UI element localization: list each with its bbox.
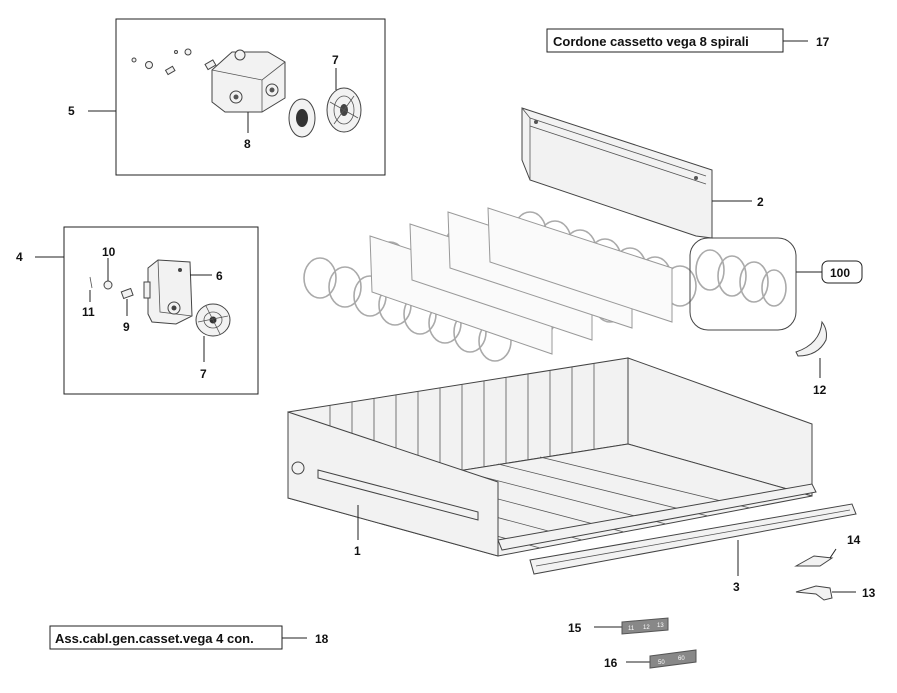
callout-100-box — [821, 260, 863, 284]
tag-strip-16: 16 50 60 — [604, 649, 697, 670]
callout-14: 14 — [847, 533, 861, 547]
callout-5: 5 — [68, 104, 75, 118]
tag-16-a: 50 — [658, 660, 665, 666]
callout-13: 13 — [862, 586, 876, 600]
callout-6: 6 — [216, 269, 223, 283]
clip-icon — [795, 320, 827, 357]
drawer-tray — [287, 357, 817, 557]
callout-18: 18 — [315, 632, 329, 646]
gear-wheel-lower-icon — [195, 303, 231, 337]
detail-box-4: 4 10 11 9 6 7 — [16, 226, 259, 395]
callout-9: 9 — [123, 320, 130, 334]
front-rail — [529, 503, 857, 575]
callout-100: 100 — [830, 266, 850, 280]
tag-15-a: 11 — [628, 626, 635, 632]
rear-panel — [521, 107, 713, 239]
callout-1: 1 — [354, 544, 361, 558]
tag-15-b: 12 — [643, 625, 650, 631]
callout-8: 8 — [244, 137, 251, 151]
callout-15: 15 — [568, 621, 582, 635]
callout-2: 2 — [757, 195, 764, 209]
spiral-coils — [303, 207, 697, 362]
washer-icon — [103, 280, 113, 290]
callout-12: 12 — [813, 383, 827, 397]
callout-7-lower: 7 — [200, 367, 207, 381]
callout-17: 17 — [816, 35, 830, 49]
label-18-group: Ass.cabl.gen.casset.vega 4 con. 18 — [49, 625, 329, 650]
latch-icon — [795, 585, 833, 601]
callout-4: 4 — [16, 250, 23, 264]
coil-group-100 — [689, 237, 797, 331]
label-18-text: Ass.cabl.gen.casset.vega 4 con. — [55, 631, 254, 646]
label-17-text: Cordone cassetto vega 8 spirali — [553, 34, 749, 49]
tag-16-b: 60 — [678, 656, 685, 662]
label-17-group: Cordone cassetto vega 8 spirali 17 — [546, 28, 830, 53]
callout-3: 3 — [733, 580, 740, 594]
gear-wheel-icon — [288, 87, 362, 138]
spring-icon — [120, 287, 134, 300]
callout-10: 10 — [102, 245, 116, 259]
bracket-icon — [794, 555, 834, 567]
detail-box-5: 5 8 — [68, 18, 386, 176]
motor-unit-icon — [143, 259, 193, 325]
callout-16: 16 — [604, 656, 618, 670]
tag-strip-15: 15 11 12 13 — [568, 617, 669, 635]
pin-icon — [89, 276, 93, 289]
callout-11: 11 — [82, 305, 95, 319]
callout-7-top: 7 — [332, 53, 339, 67]
screws-icon — [131, 48, 217, 76]
motor-housing-icon — [211, 49, 286, 113]
tag-15-c: 13 — [657, 623, 664, 629]
